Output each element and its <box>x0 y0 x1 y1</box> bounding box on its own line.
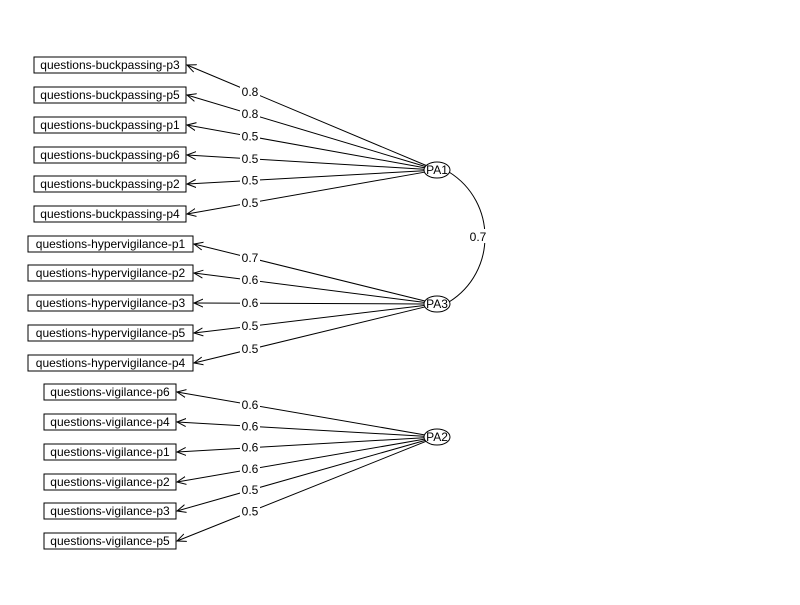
indicator-box: questions-buckpassing-p1 <box>33 116 187 134</box>
indicator-label: questions-hypervigilance-p4 <box>36 356 186 370</box>
loading-value: 0.5 <box>242 129 259 143</box>
loading-edge <box>177 438 425 482</box>
loading-edge <box>177 440 427 541</box>
indicator-label: questions-hypervigilance-p1 <box>36 237 186 251</box>
loading-edge <box>194 306 426 363</box>
loading-value: 0.6 <box>242 419 259 433</box>
loading-value: 0.5 <box>242 319 259 333</box>
indicator-box: questions-vigilance-p2 <box>43 473 177 491</box>
loading-edge <box>187 65 427 166</box>
indicator-box: questions-hypervigilance-p3 <box>27 294 194 312</box>
correlation-label: 0.7 <box>468 229 488 244</box>
loading-label: 0.8 <box>240 107 260 121</box>
loading-edge <box>194 303 425 304</box>
indicator-box: questions-hypervigilance-p2 <box>27 264 194 282</box>
indicator-label: questions-vigilance-p3 <box>50 504 170 518</box>
loading-value: 0.5 <box>242 483 259 497</box>
indicator-label: questions-vigilance-p1 <box>50 445 170 459</box>
indicator-label: questions-buckpassing-p3 <box>40 58 180 72</box>
indicator-label: questions-vigilance-p5 <box>50 534 170 548</box>
loading-value: 0.6 <box>242 462 259 476</box>
loading-value: 0.6 <box>242 296 259 310</box>
correlation-value: 0.7 <box>470 230 487 244</box>
loading-label: 0.6 <box>240 441 260 455</box>
indicator-box: questions-vigilance-p4 <box>43 413 177 431</box>
loading-value: 0.5 <box>242 173 259 187</box>
loading-value: 0.8 <box>242 85 259 99</box>
indicator-box: questions-buckpassing-p3 <box>33 56 187 74</box>
loading-value: 0.5 <box>242 196 259 210</box>
loading-value: 0.7 <box>242 251 259 265</box>
loading-label: 0.6 <box>240 419 260 433</box>
indicator-label: questions-hypervigilance-p5 <box>36 326 186 340</box>
loading-label: 0.6 <box>240 273 260 287</box>
factor-label: PA3 <box>426 297 448 311</box>
loading-edge <box>194 244 426 302</box>
indicator-box: questions-vigilance-p3 <box>43 502 177 520</box>
indicator-label: questions-hypervigilance-p2 <box>36 266 186 280</box>
loading-label: 0.5 <box>240 152 260 166</box>
loading-edge <box>177 422 425 437</box>
indicator-label: questions-vigilance-p2 <box>50 475 170 489</box>
indicator-box: questions-vigilance-p5 <box>43 532 177 550</box>
indicator-box: questions-hypervigilance-p4 <box>27 354 194 372</box>
loading-label: 0.5 <box>240 319 260 333</box>
loading-label: 0.5 <box>240 196 260 210</box>
loading-edge <box>194 305 425 333</box>
edges-layer: 0.8 0.8 0.5 0.5 0.5 0.5 0.7 0.6 0.6 0.5 0.5 0.6 0.6 0… <box>177 65 427 541</box>
loading-edge <box>187 170 425 184</box>
loading-label: 0.7 <box>240 251 260 265</box>
factor-node: PA3 <box>423 295 451 313</box>
loading-value: 0.6 <box>242 273 259 287</box>
loading-label: 0.8 <box>240 85 260 99</box>
loading-label: 0.5 <box>240 483 260 497</box>
loading-label: 0.6 <box>240 398 260 412</box>
loading-label: 0.5 <box>240 173 260 187</box>
indicator-label: questions-buckpassing-p5 <box>40 88 180 102</box>
indicator-label: questions-buckpassing-p1 <box>40 118 180 132</box>
loading-label: 0.6 <box>240 462 260 476</box>
loading-edge <box>187 155 425 170</box>
loading-edge <box>187 95 426 167</box>
correlation-layer: 0.7 <box>448 171 488 303</box>
items-layer: questions-buckpassing-p3 questions-buckpa… <box>27 56 194 550</box>
indicator-box: questions-buckpassing-p5 <box>33 86 187 104</box>
loading-value: 0.6 <box>242 441 259 455</box>
indicator-box: questions-vigilance-p1 <box>43 443 177 461</box>
loading-value: 0.8 <box>242 107 259 121</box>
loading-value: 0.6 <box>242 398 259 412</box>
loading-value: 0.5 <box>242 505 259 519</box>
factor-label: PA1 <box>426 163 448 177</box>
indicator-box: questions-buckpassing-p2 <box>33 175 187 193</box>
loading-label: 0.6 <box>240 296 260 310</box>
indicator-box: questions-hypervigilance-p5 <box>27 324 194 342</box>
loading-edge <box>177 439 426 511</box>
loading-edge <box>177 392 425 436</box>
loading-edge <box>194 273 425 303</box>
loading-label: 0.5 <box>240 129 260 143</box>
indicator-label: questions-hypervigilance-p3 <box>36 296 186 310</box>
indicator-label: questions-vigilance-p4 <box>50 415 170 429</box>
loading-label: 0.5 <box>240 342 260 356</box>
indicator-label: questions-buckpassing-p2 <box>40 177 180 191</box>
loading-edge <box>187 125 425 169</box>
indicator-box: questions-buckpassing-p6 <box>33 146 187 164</box>
factor-node: PA1 <box>423 161 451 179</box>
indicator-label: questions-buckpassing-p4 <box>40 207 180 221</box>
indicator-label: questions-vigilance-p6 <box>50 385 170 399</box>
factor-node: PA2 <box>423 428 451 446</box>
loading-value: 0.5 <box>242 152 259 166</box>
indicator-box: questions-vigilance-p6 <box>43 383 177 401</box>
loading-edge <box>187 171 425 214</box>
indicator-box: questions-buckpassing-p4 <box>33 205 187 223</box>
factor-label: PA2 <box>426 430 448 444</box>
indicator-box: questions-hypervigilance-p1 <box>27 235 194 253</box>
loading-label: 0.5 <box>240 505 260 519</box>
loading-value: 0.5 <box>242 342 259 356</box>
indicator-label: questions-buckpassing-p6 <box>40 148 180 162</box>
loading-edge <box>177 437 425 452</box>
